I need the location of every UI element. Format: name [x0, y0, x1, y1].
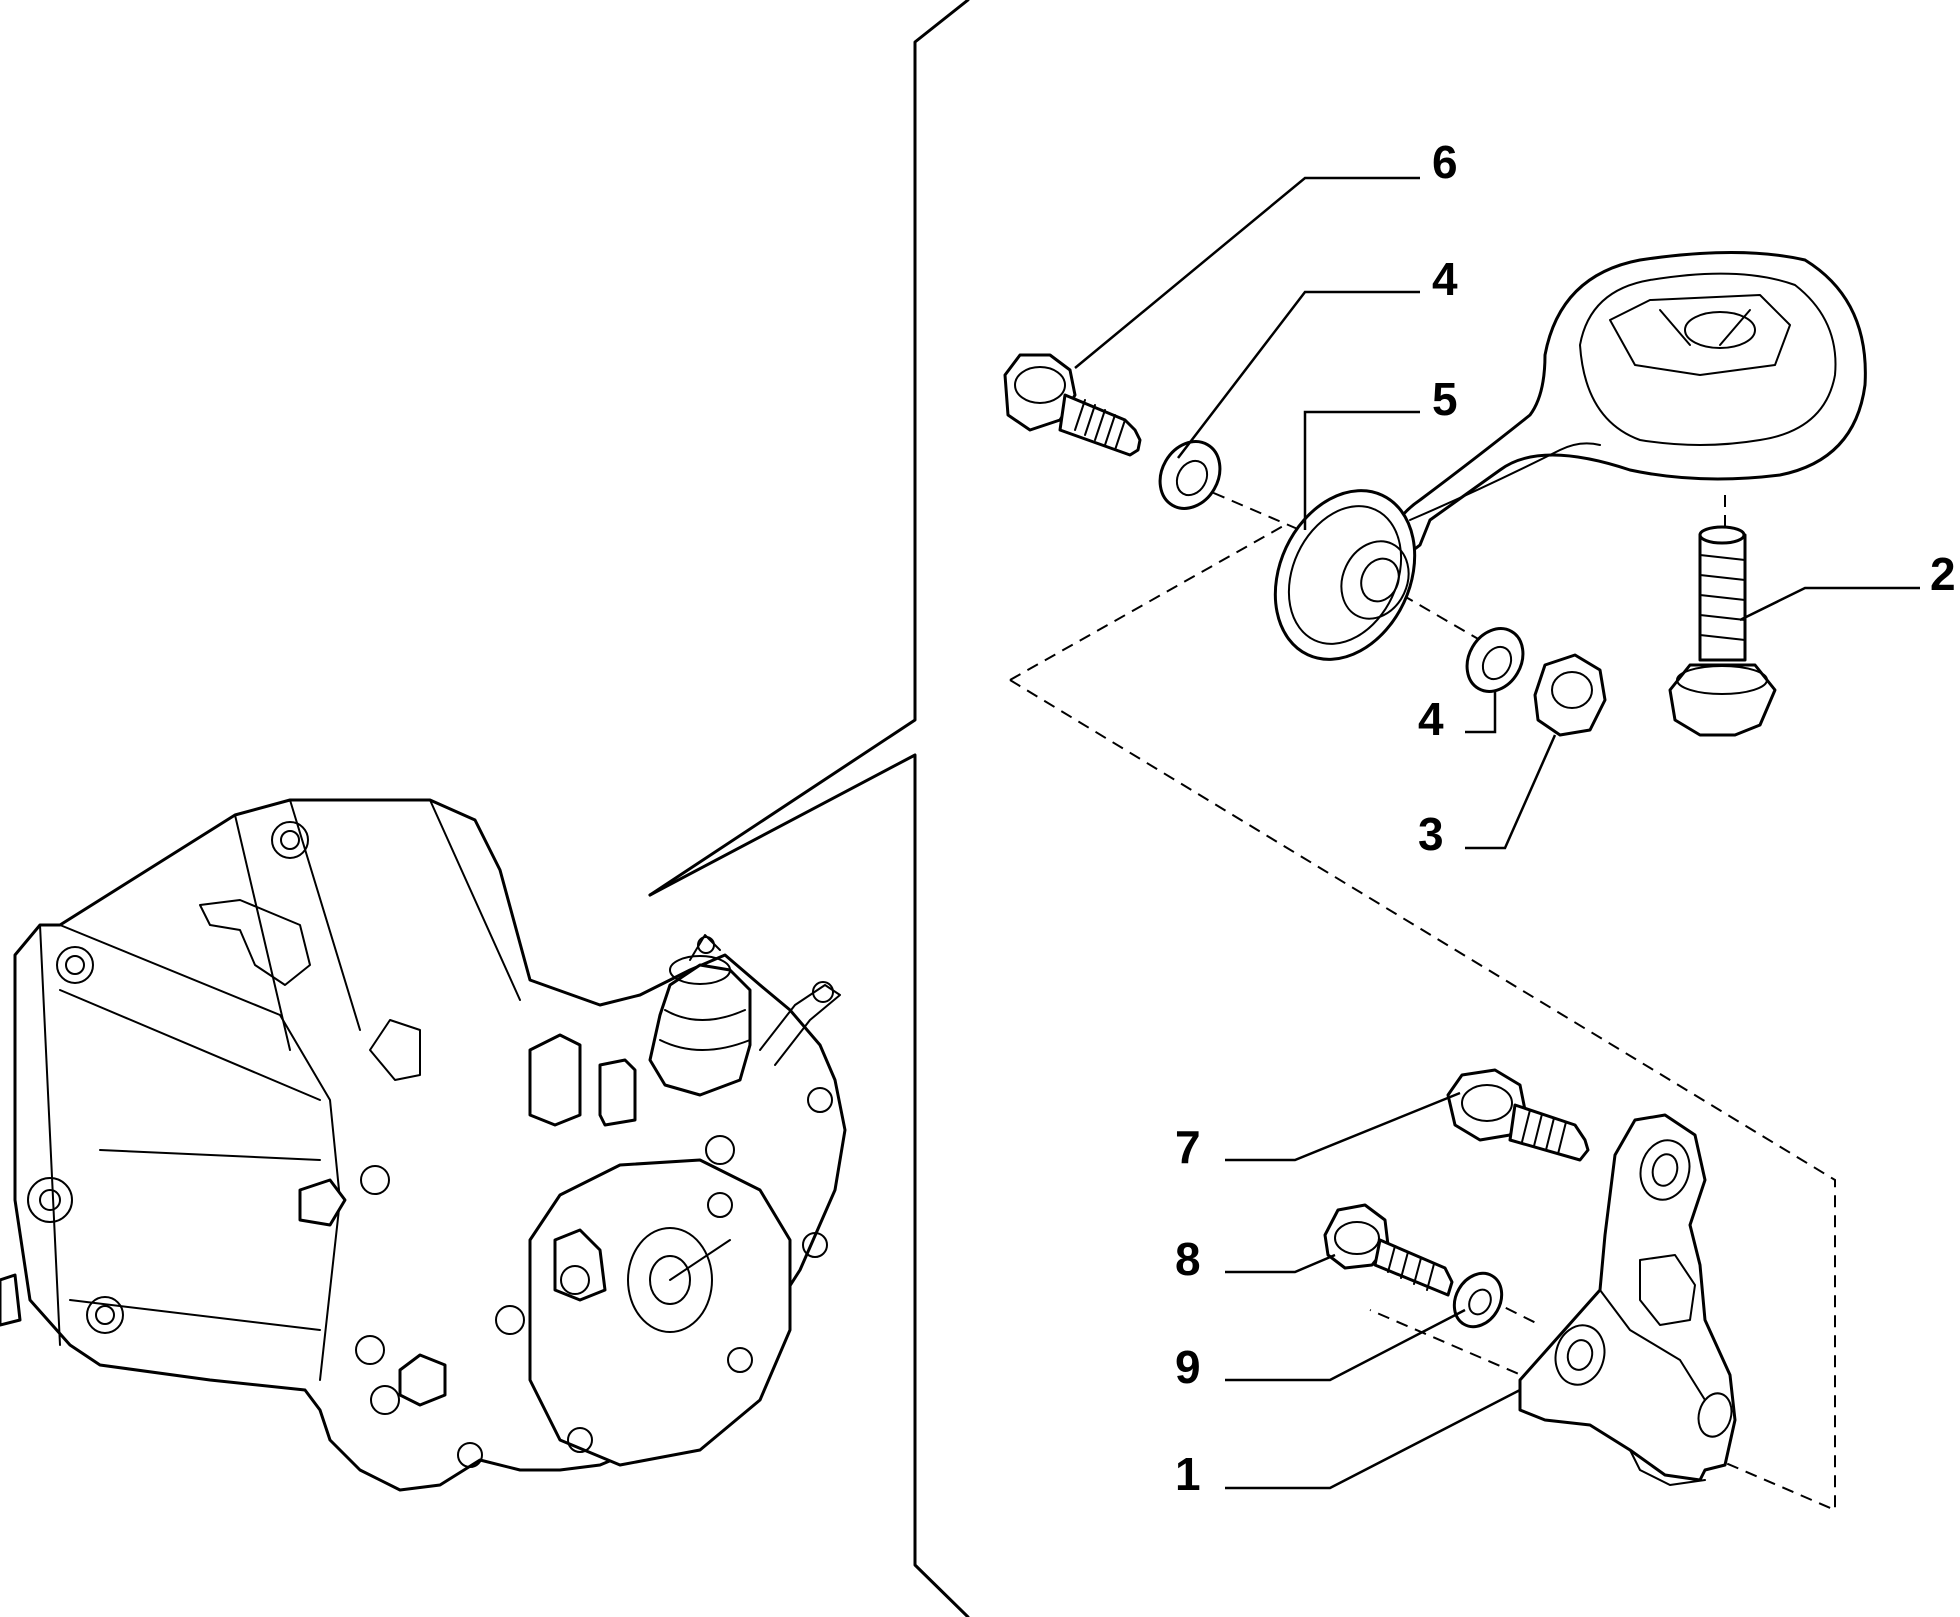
- callout-6: 6: [1432, 136, 1458, 188]
- bracket-part-1: [1518, 1113, 1737, 1486]
- washer-part-9: [1452, 1271, 1504, 1329]
- torque-rod-mount: [1273, 251, 1867, 661]
- leader-lines: [1074, 176, 1920, 1490]
- bolt-part-7: [1446, 1068, 1590, 1162]
- callout-5: 5: [1432, 373, 1458, 425]
- callout-8: 8: [1175, 1233, 1201, 1285]
- callout-7: 7: [1175, 1121, 1201, 1173]
- callout-2: 2: [1930, 548, 1956, 600]
- bolt-part-8: [1323, 1203, 1454, 1297]
- callout-4-upper: 4: [1432, 253, 1458, 305]
- nut-part-3: [1533, 653, 1607, 737]
- callout-1: 1: [1175, 1448, 1201, 1500]
- washer-part-4b: [1465, 627, 1525, 693]
- gearbox-assembly: [0, 798, 847, 1492]
- bolt-part-2: [1668, 525, 1777, 737]
- callout-labels: 6 4 5 2 4 3 7 8 9 1: [1175, 136, 1956, 1500]
- bolt-part-6: [1003, 353, 1142, 457]
- divider-bracket: [648, 0, 970, 1617]
- callout-3: 3: [1418, 808, 1444, 860]
- washer-part-4a: [1158, 440, 1222, 510]
- callout-9: 9: [1175, 1341, 1201, 1393]
- callout-4-lower: 4: [1418, 693, 1444, 745]
